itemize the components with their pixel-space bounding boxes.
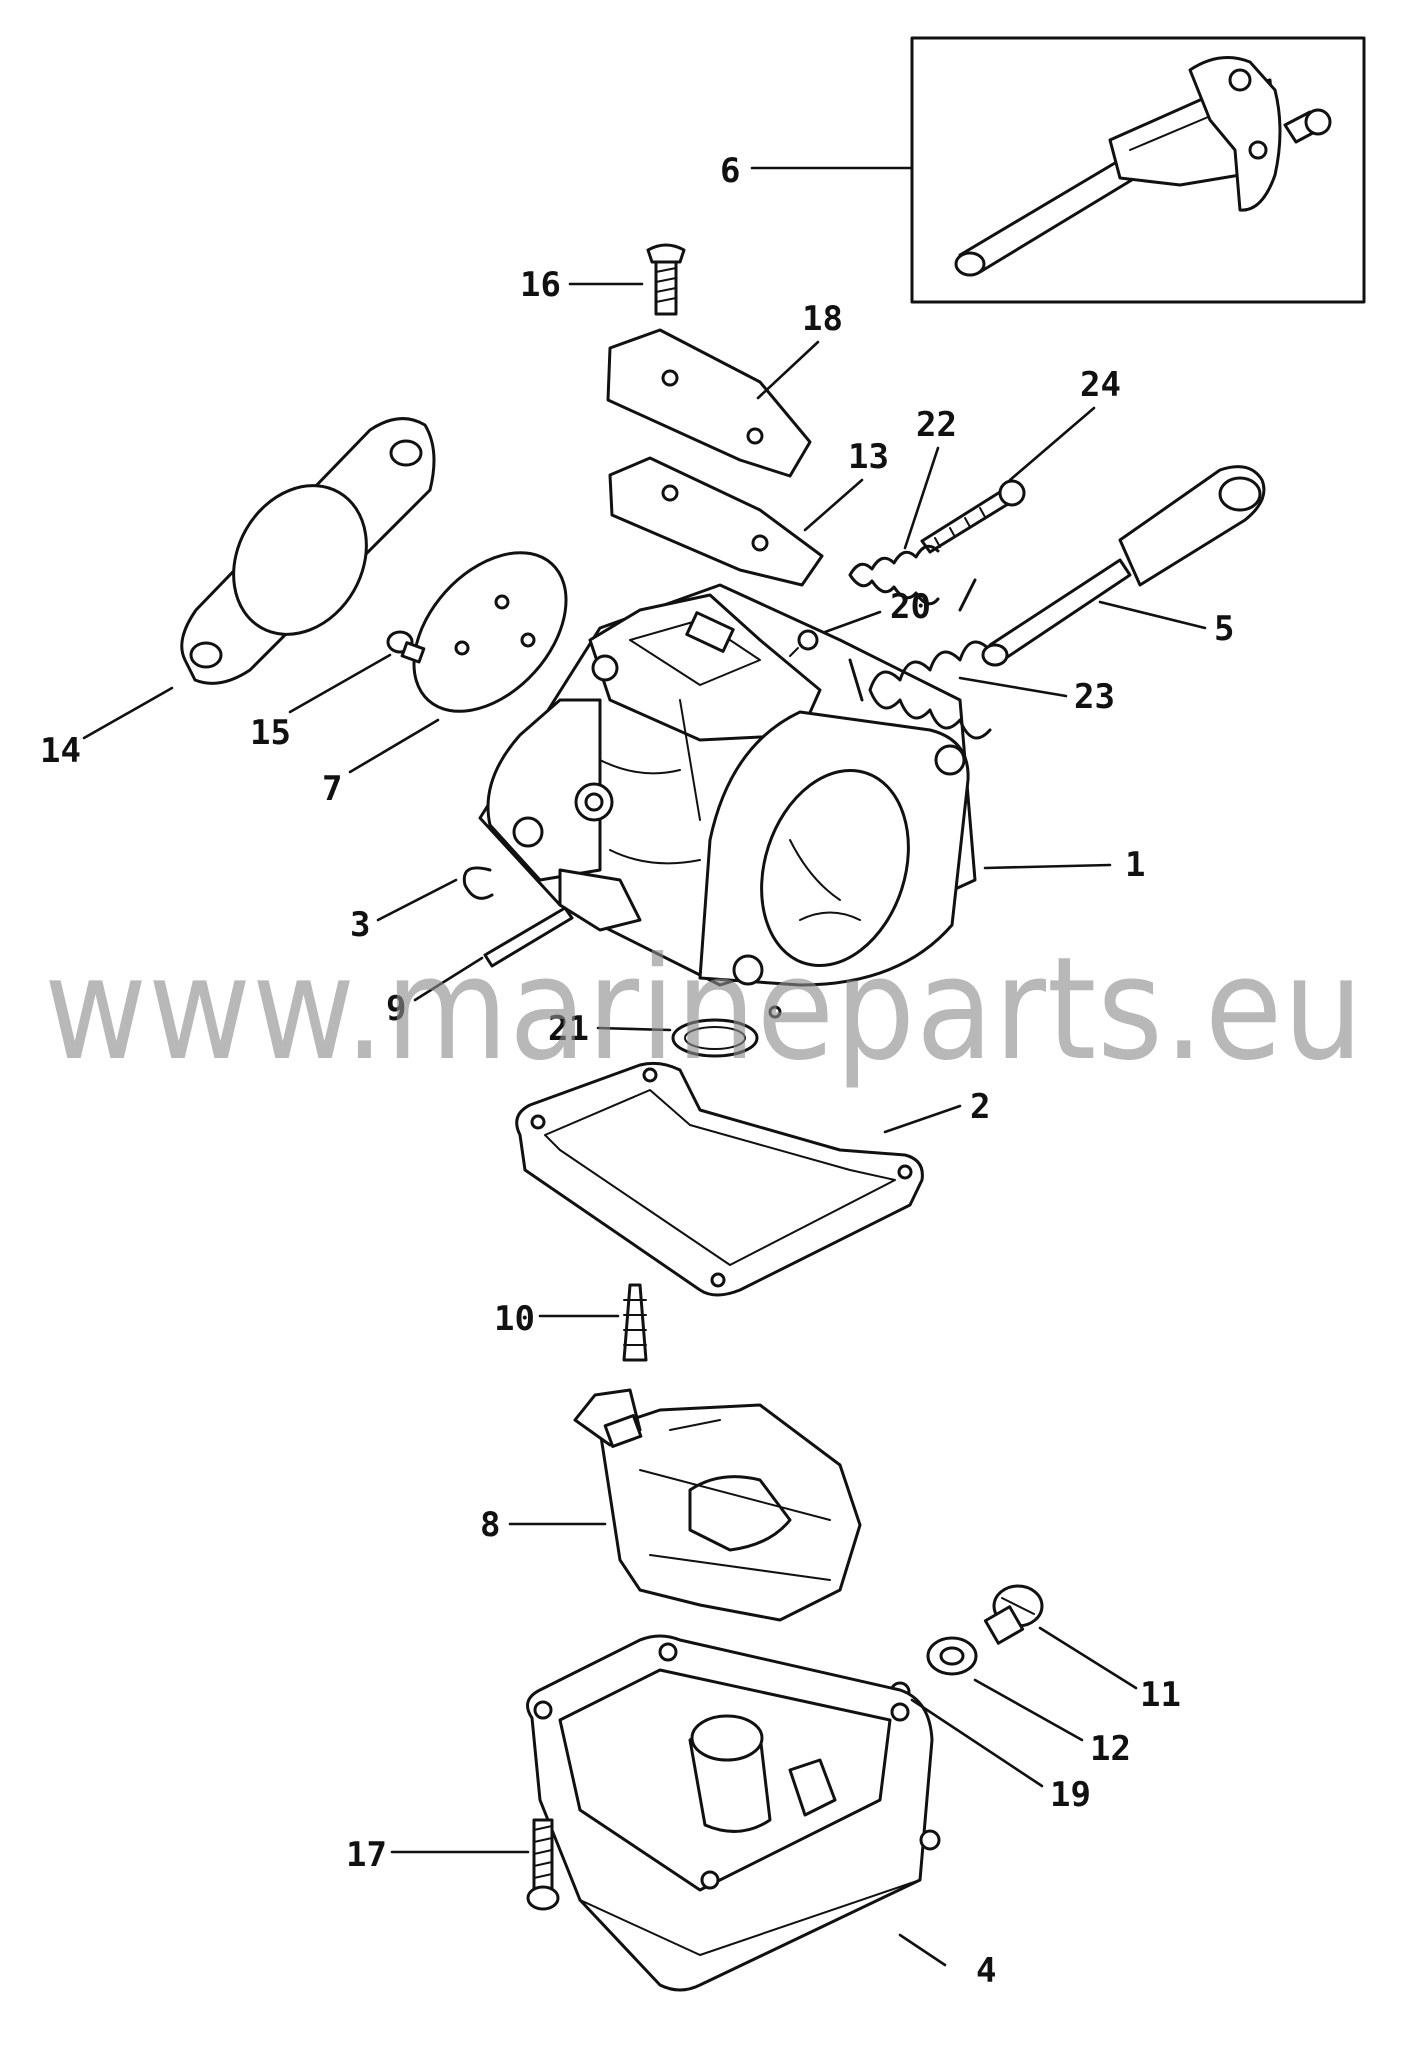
leader-23 [958, 676, 1068, 698]
part-15-screw [386, 630, 426, 664]
part-4-float-bowl [526, 1634, 941, 1992]
label-13: 13 [848, 437, 889, 477]
leader-21 [596, 1026, 672, 1032]
leader-11 [1038, 1626, 1138, 1690]
label-14: 14 [40, 731, 81, 771]
part-labels: 6 16 18 13 22 24 20 5 23 14 15 7 1 3 9 2… [40, 151, 1234, 1991]
label-1: 1 [1125, 845, 1145, 885]
leader-18 [756, 340, 820, 400]
label-23: 23 [1074, 677, 1115, 717]
label-20: 20 [890, 587, 931, 627]
label-15: 15 [250, 713, 291, 753]
part-10-needle [622, 1283, 648, 1362]
label-22: 22 [916, 405, 957, 445]
part-9-pin [483, 906, 574, 968]
leader-12 [973, 1678, 1084, 1742]
leader-20 [823, 610, 882, 634]
part-6-inset [910, 36, 1366, 304]
label-9: 9 [386, 989, 406, 1029]
label-24: 24 [1080, 365, 1121, 405]
part-5-shaft [981, 465, 1266, 667]
label-12: 12 [1090, 1729, 1131, 1769]
part-13-gasket [608, 456, 824, 587]
watermark-text: www.marineparts.eu [44, 927, 1364, 1092]
leader-1 [983, 863, 1112, 870]
leader-lines [82, 166, 1207, 1967]
part-16-screw [646, 243, 686, 316]
part-14-flange-gasket [180, 417, 436, 685]
part-2-gasket [515, 1061, 924, 1297]
leader-15 [288, 653, 392, 714]
leader-2 [883, 1104, 962, 1134]
label-17: 17 [346, 1835, 387, 1875]
label-7: 7 [322, 769, 342, 809]
label-5: 5 [1214, 609, 1234, 649]
label-8: 8 [480, 1505, 500, 1545]
leader-22 [903, 446, 940, 550]
leader-3 [376, 878, 458, 922]
part-11-plug [983, 1584, 1044, 1645]
label-18: 18 [802, 299, 843, 339]
part-23-spring [848, 578, 992, 740]
label-2: 2 [970, 1087, 990, 1127]
label-6: 6 [720, 151, 740, 191]
part-3-clip [462, 866, 494, 900]
part-18-plate [606, 328, 812, 478]
leader-9 [413, 956, 484, 1002]
label-10: 10 [494, 1299, 535, 1339]
leader-24 [1008, 406, 1096, 482]
label-11: 11 [1140, 1675, 1181, 1715]
part-24-screw [920, 479, 1026, 554]
label-4: 4 [976, 1951, 996, 1991]
part-21-oring [671, 1018, 759, 1058]
part-17-screw [526, 1818, 560, 1911]
part-22-spring [848, 544, 940, 606]
part-20-screw [789, 629, 819, 657]
part-1-carburetor-body [478, 583, 977, 1019]
label-3: 3 [350, 905, 370, 945]
part-12-washer [926, 1636, 978, 1676]
leader-5 [1098, 600, 1207, 630]
label-16: 16 [520, 265, 561, 305]
leader-13 [803, 478, 864, 532]
part-7-disc [412, 551, 568, 713]
label-21: 21 [548, 1009, 589, 1049]
leader-4 [898, 1933, 947, 1967]
leader-14 [82, 686, 174, 740]
part-8-float [573, 1388, 862, 1622]
label-19: 19 [1050, 1775, 1091, 1815]
leader-7 [348, 718, 440, 774]
leader-19 [910, 1698, 1044, 1788]
